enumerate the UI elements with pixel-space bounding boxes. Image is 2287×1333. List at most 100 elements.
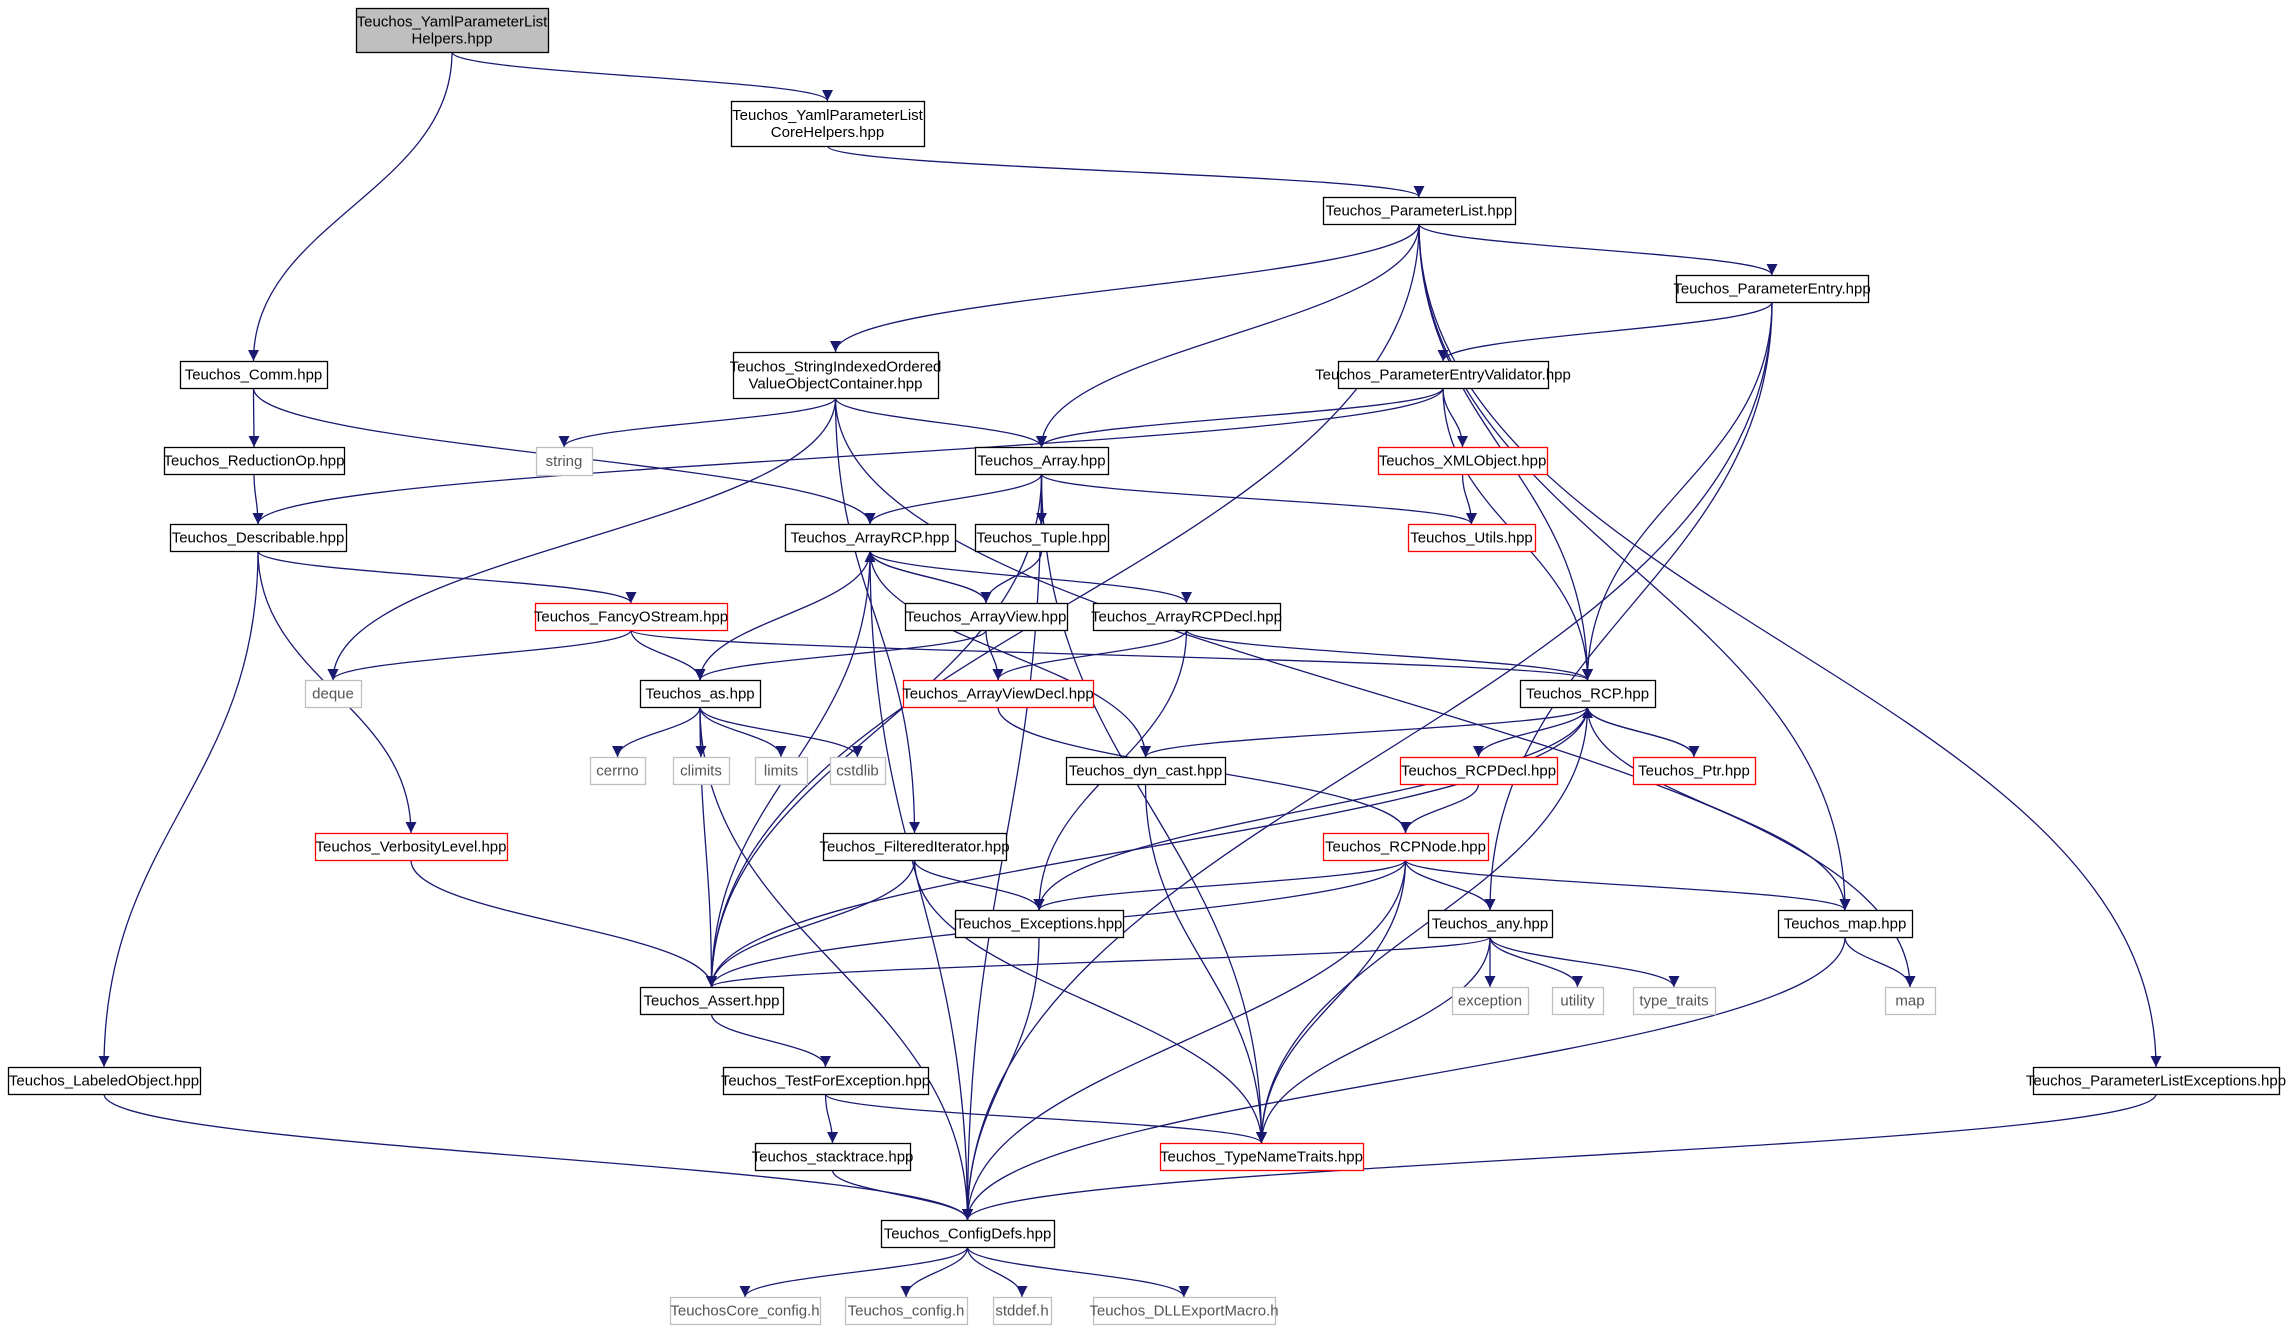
node-box	[1551, 986, 1605, 1016]
node-stddef: stddef.h	[992, 1296, 1053, 1326]
node-as[interactable]: Teuchos_as.hpp	[639, 679, 762, 709]
node-box	[974, 446, 1110, 476]
edge-ptr-to-rcp	[1582, 706, 1695, 758]
node-ptr[interactable]: Teuchos_Ptr.hpp	[1632, 756, 1757, 786]
node-box	[304, 679, 363, 709]
edge-arrayview-to-arrayrcp	[864, 550, 987, 604]
node-label: Teuchos_Exceptions.hpp	[956, 916, 1123, 933]
node-label: Teuchos_stacktrace.hpp	[752, 1149, 914, 1166]
node-typenametraits[interactable]: Teuchos_TypeNameTraits.hpp	[1159, 1142, 1365, 1172]
edge-sioc-to-map	[834, 397, 1916, 988]
edge-layer	[98, 51, 2162, 1298]
edge-configdefs-to-coreconfig	[739, 1246, 969, 1298]
edge-rcpnode-to-typenametraits	[1256, 859, 1407, 1144]
edge-yaml_core-to-paramlist	[826, 145, 1425, 198]
node-label: string	[546, 453, 583, 470]
node-pev[interactable]: Teuchos_ParameterEntryValidator.hpp	[1315, 360, 1571, 390]
node-label: CoreHelpers.hpp	[771, 124, 884, 141]
node-exception: exception	[1451, 986, 1530, 1016]
node-box	[1884, 986, 1937, 1016]
node-label: Teuchos_map.hpp	[1784, 916, 1907, 933]
node-paramlist[interactable]: Teuchos_ParameterList.hpp	[1322, 196, 1517, 226]
edge-comm-to-reductionop	[248, 387, 260, 448]
node-comm[interactable]: Teuchos_Comm.hpp	[179, 360, 329, 390]
edge-paramentry-to-any	[1484, 301, 1773, 911]
node-label: Teuchos_TestForException.hpp	[721, 1073, 930, 1090]
node-box	[639, 986, 785, 1016]
edge-rcpnode-to-exceptions	[1033, 859, 1407, 911]
node-label: Teuchos_any.hpp	[1432, 916, 1548, 933]
node-plexc[interactable]: Teuchos_ParameterListExceptions.hpp	[2026, 1066, 2286, 1096]
node-describable[interactable]: Teuchos_Describable.hpp	[169, 523, 348, 553]
node-exceptions[interactable]: Teuchos_Exceptions.hpp	[954, 909, 1125, 939]
node-label: ValueObjectContainer.hpp	[748, 376, 922, 393]
edge-configdefs-to-tconfig	[900, 1246, 969, 1298]
node-label: Teuchos_dyn_cast.hpp	[1069, 763, 1222, 780]
node-rcpnode[interactable]: Teuchos_RCPNode.hpp	[1322, 832, 1490, 862]
node-fancyostream[interactable]: Teuchos_FancyOStream.hpp	[534, 602, 729, 632]
node-rcp[interactable]: Teuchos_RCP.hpp	[1519, 679, 1657, 709]
node-arrayrcpdecl[interactable]: Teuchos_ArrayRCPDecl.hpp	[1091, 602, 1282, 632]
node-label: type_traits	[1639, 993, 1708, 1010]
node-labeled[interactable]: Teuchos_LabeledObject.hpp	[7, 1066, 202, 1096]
node-box	[1065, 756, 1227, 786]
node-arrayview[interactable]: Teuchos_ArrayView.hpp	[904, 602, 1069, 632]
node-box	[169, 523, 348, 553]
node-label: TeuchosCore_config.h	[670, 1303, 819, 1320]
node-box	[314, 832, 509, 862]
edge-exceptions-to-configdefs	[962, 936, 1040, 1221]
edge-filtered-to-assert	[706, 859, 916, 988]
node-stacktrace[interactable]: Teuchos_stacktrace.hpp	[752, 1142, 914, 1172]
edge-as-to-limits	[699, 706, 787, 758]
node-box	[754, 756, 809, 786]
node-tuple[interactable]: Teuchos_Tuple.hpp	[974, 523, 1110, 553]
node-tmap[interactable]: Teuchos_map.hpp	[1777, 909, 1914, 939]
node-box	[1777, 909, 1914, 939]
node-label: Teuchos_ParameterEntryValidator.hpp	[1315, 367, 1571, 384]
node-testforexc[interactable]: Teuchos_TestForException.hpp	[721, 1066, 930, 1096]
node-box	[1377, 446, 1549, 476]
node-rcpdecl[interactable]: Teuchos_RCPDecl.hpp	[1399, 756, 1559, 786]
edge-plexc-to-configdefs	[962, 1093, 2157, 1221]
node-dyncast[interactable]: Teuchos_dyn_cast.hpp	[1065, 756, 1227, 786]
edge-rcp-to-typenametraits	[1256, 706, 1589, 1144]
node-arrayrcp[interactable]: Teuchos_ArrayRCP.hpp	[784, 523, 957, 553]
node-box	[1519, 679, 1657, 709]
node-label: Teuchos_YamlParameterList	[732, 107, 923, 124]
node-utils[interactable]: Teuchos_Utils.hpp	[1407, 523, 1537, 553]
node-box	[535, 446, 594, 477]
node-label: Teuchos_Array.hpp	[977, 453, 1105, 470]
edge-paramlist-to-plexc	[1418, 223, 2162, 1068]
edge-stacktrace-to-configdefs	[831, 1169, 973, 1221]
edge-yaml_helpers-to-comm	[248, 51, 453, 362]
node-xmlobject[interactable]: Teuchos_XMLObject.hpp	[1377, 446, 1549, 476]
node-box	[1451, 986, 1530, 1016]
node-filtered[interactable]: Teuchos_FilteredIterator.hpp	[819, 832, 1010, 862]
node-box	[1632, 756, 1757, 786]
node-sioc[interactable]: Teuchos_StringIndexedOrderedValueObjectC…	[730, 351, 942, 400]
node-label: climits	[680, 763, 722, 780]
node-label: limits	[764, 763, 798, 780]
node-reductionop[interactable]: Teuchos_ReductionOp.hpp	[164, 446, 346, 476]
edge-fancyostream-to-rcp	[630, 629, 1593, 681]
edge-filtered-to-exceptions	[913, 859, 1045, 911]
node-label: Teuchos_StringIndexedOrdered	[730, 359, 942, 376]
node-box	[732, 351, 940, 400]
node-label: cstdlib	[836, 763, 879, 780]
edge-rcp-to-exceptions	[1033, 706, 1589, 911]
node-assert[interactable]: Teuchos_Assert.hpp	[639, 986, 785, 1016]
node-any[interactable]: Teuchos_any.hpp	[1427, 909, 1554, 939]
edge-arrayview-to-as	[694, 629, 987, 681]
node-label: cerrno	[596, 763, 639, 780]
node-array[interactable]: Teuchos_Array.hpp	[974, 446, 1110, 476]
edge-tmap-to-configdefs	[962, 936, 1846, 1221]
edge-rcpnode-to-configdefs	[962, 859, 1407, 1221]
node-label: Teuchos_Tuple.hpp	[976, 530, 1106, 547]
node-configdefs[interactable]: Teuchos_ConfigDefs.hpp	[880, 1219, 1056, 1249]
node-paramentry[interactable]: Teuchos_ParameterEntry.hpp	[1673, 274, 1871, 304]
node-box	[1427, 909, 1554, 939]
node-verbosity[interactable]: Teuchos_VerbosityLevel.hpp	[314, 832, 509, 862]
node-arrayviewdecl[interactable]: Teuchos_ArrayViewDecl.hpp	[902, 679, 1095, 709]
